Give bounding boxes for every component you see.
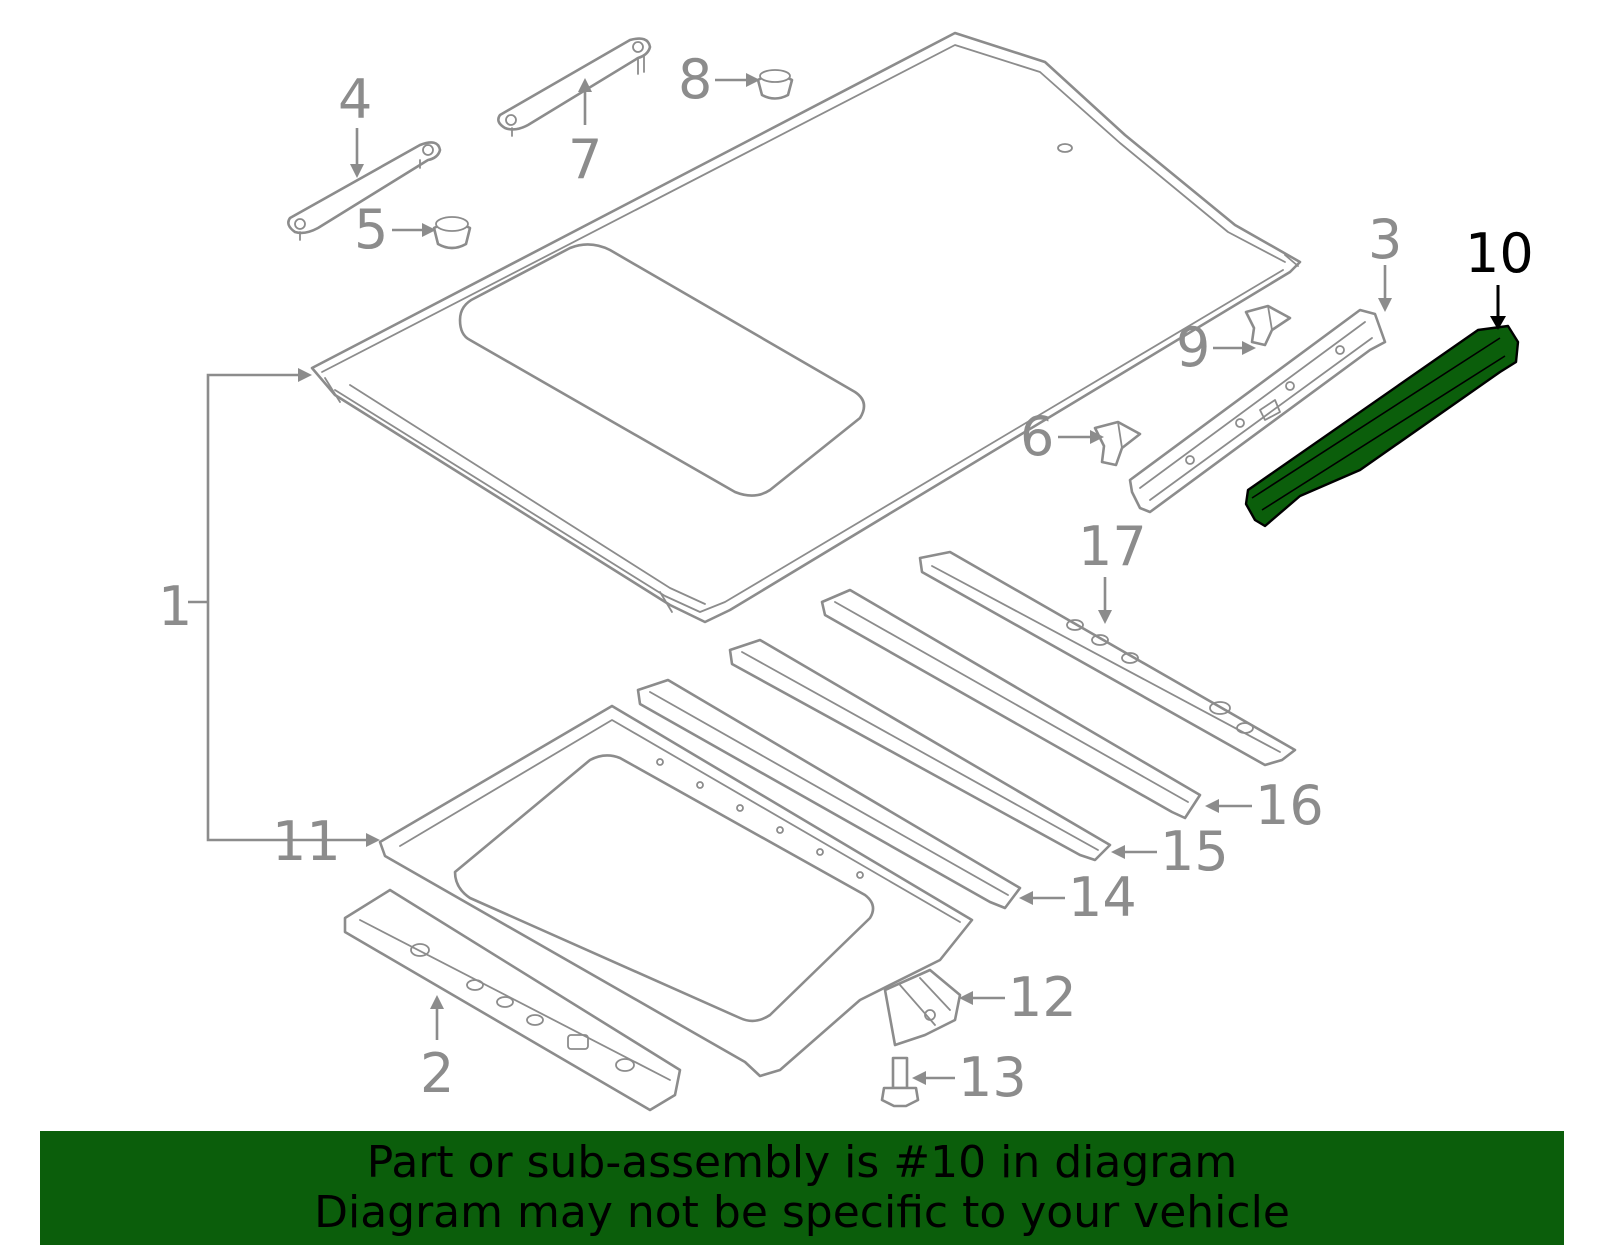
- bracket-12[interactable]: [883, 968, 962, 1047]
- roof-bracket-4[interactable]: [287, 141, 442, 241]
- callout-8: 8: [678, 48, 712, 111]
- roof-panel[interactable]: [310, 31, 1302, 624]
- grommet-5[interactable]: [432, 216, 472, 250]
- cross-member-17[interactable]: [918, 550, 1297, 767]
- front-header-2[interactable]: [343, 888, 682, 1112]
- cross-member-16[interactable]: [820, 588, 1202, 820]
- callout-15: 15: [1160, 820, 1229, 883]
- callout-4: 4: [338, 68, 372, 131]
- callout-2: 2: [420, 1042, 454, 1105]
- cross-member-14[interactable]: [636, 678, 1022, 910]
- bracket-6[interactable]: [1093, 420, 1142, 467]
- banner-line-part: Part or sub-assembly is #10 in diagram: [366, 1137, 1238, 1188]
- info-banner: Part or sub-assembly is #10 in diagram D…: [40, 1131, 1564, 1245]
- roof-frame-11[interactable]: [378, 704, 974, 1078]
- callout-14: 14: [1068, 866, 1137, 929]
- callout-12: 12: [1008, 966, 1077, 1029]
- bolt-13[interactable]: [880, 1056, 920, 1108]
- callout-1: 1: [158, 575, 192, 638]
- banner-line-disclaimer: Diagram may not be specific to your vehi…: [314, 1187, 1290, 1238]
- callout-7: 7: [568, 128, 602, 191]
- callout-13: 13: [958, 1046, 1027, 1109]
- grommet-8[interactable]: [756, 69, 794, 100]
- roof-bracket-7[interactable]: [497, 37, 652, 137]
- callout-5: 5: [354, 198, 388, 261]
- side-rail-10-highlighted[interactable]: [1244, 324, 1520, 528]
- bracket-9[interactable]: [1244, 304, 1292, 347]
- callout-9: 9: [1176, 316, 1210, 379]
- cross-member-15[interactable]: [728, 638, 1112, 862]
- callout-17: 17: [1078, 515, 1147, 578]
- callout-3: 3: [1368, 208, 1402, 271]
- callout-10: 10: [1465, 222, 1534, 285]
- callout-6: 6: [1020, 405, 1054, 468]
- callout-11: 11: [272, 810, 341, 873]
- side-rail-3[interactable]: [1128, 308, 1387, 514]
- callout-16: 16: [1255, 774, 1324, 837]
